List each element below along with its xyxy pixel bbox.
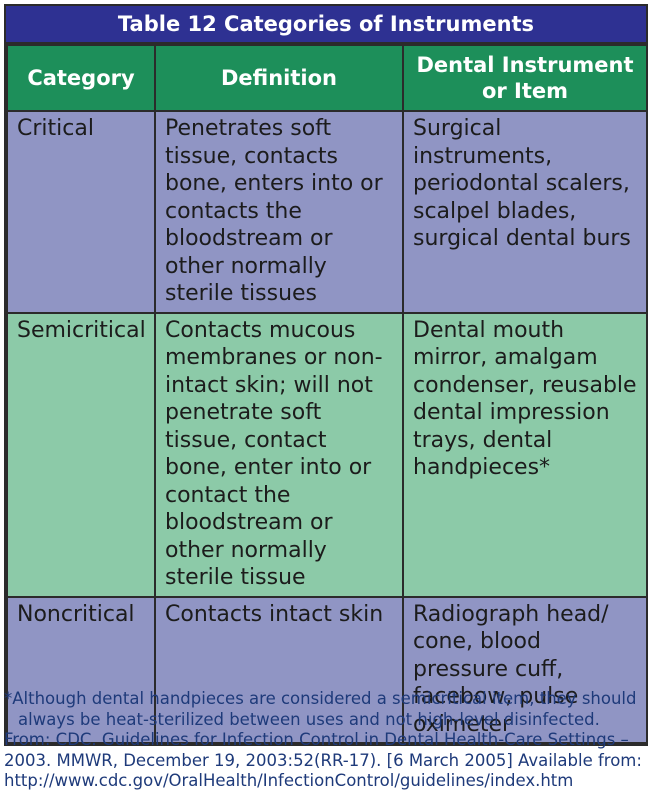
cell-items: Surgical instruments, periodontal scaler… [402,110,648,314]
table-row: Semicritical Contacts mucous membranes o… [6,311,648,598]
footnote-line: always be heat-sterilized between uses a… [18,709,600,729]
categories-table: Category Definition Dental Instrument or… [6,44,648,744]
table-row: Critical Penetrates soft tissue, contact… [6,110,648,314]
cell-definition: Contacts mucous membranes or non-intact … [154,311,404,598]
cell-items: Dental mouth mirror, amalgam condenser, … [402,311,648,598]
cell-definition: Penetrates soft tissue, contacts bone, e… [154,110,404,314]
cell-definition: Contacts intact skin [154,595,404,744]
cell-category: Semicritical [6,311,156,598]
header-dental-instrument: Dental Instrument or Item [402,44,648,112]
header-definition: Definition [154,44,404,112]
table-title: Table 12 Categories of Instruments [6,6,646,44]
source-line: 2003. MMWR, December 19, 2003:52(RR-17).… [4,750,642,770]
table-row: Noncritical Contacts intact skin Radiogr… [6,595,648,744]
header-row: Category Definition Dental Instrument or… [6,44,648,112]
instruments-table: Table 12 Categories of Instruments Categ… [4,4,648,746]
header-category: Category [6,44,156,112]
source-url: http://www.cdc.gov/OralHealth/InfectionC… [4,771,574,790]
cell-category: Noncritical [6,595,156,744]
footnotes: *Although dental handpieces are consider… [4,689,652,792]
footnote-line: *Although dental handpieces are consider… [4,689,637,708]
cell-items: Radiograph head/ cone, blood pressure cu… [402,595,648,744]
source-line: From: CDC. Guidelines for Infection Cont… [4,730,629,749]
cell-category: Critical [6,110,156,314]
